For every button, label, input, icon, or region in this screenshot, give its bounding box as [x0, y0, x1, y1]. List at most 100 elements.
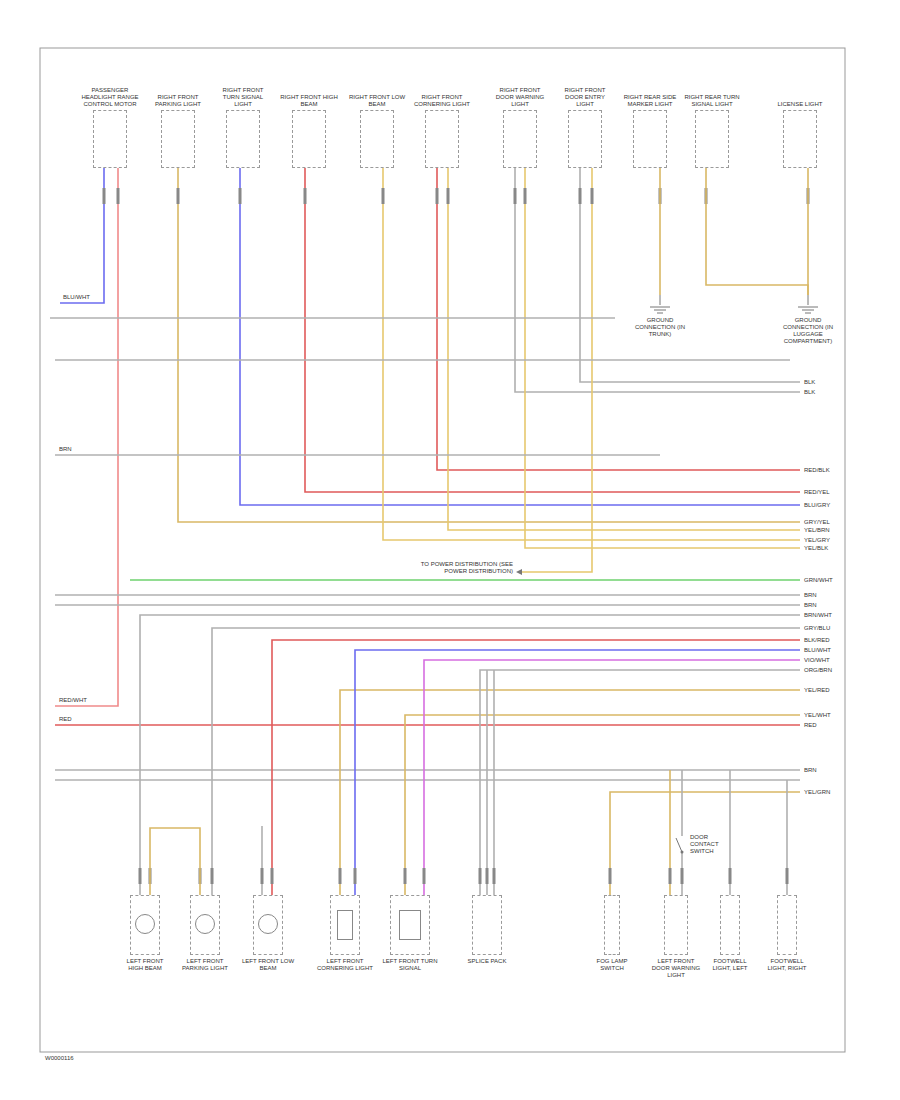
- wire: [405, 715, 800, 895]
- wire-label: GRY/BLU: [803, 625, 831, 631]
- component-housing: [253, 895, 283, 955]
- component-name: RIGHT FRONT DOOR WARNING LIGHT: [491, 87, 549, 108]
- connector-pin: [681, 868, 684, 884]
- connector-pin: [669, 868, 672, 884]
- connector-pin: [103, 188, 106, 204]
- ground-point: GROUND CONNECTION (IN TRUNK): [628, 295, 692, 338]
- ground-point: GROUND CONNECTION (IN LUGGAGE COMPARTMEN…: [776, 295, 840, 345]
- wire-label: YEL/GRN: [803, 789, 831, 795]
- component-housing: [695, 110, 729, 168]
- connector-pin: [382, 188, 385, 204]
- component-name: GROUND CONNECTION (IN TRUNK): [628, 317, 692, 338]
- wire: [55, 168, 118, 706]
- wire: [448, 168, 800, 530]
- wire-label: BLK/RED: [803, 637, 831, 643]
- component-name: LEFT FRONT LOW BEAM: [238, 958, 298, 972]
- wire-label: BLU/WHT: [62, 294, 91, 300]
- component: RIGHT FRONT CORNERING LIGHT: [413, 94, 471, 168]
- component-name: FOOTWELL LIGHT, RIGHT: [762, 958, 812, 972]
- wire-label: BRN: [803, 592, 818, 598]
- component: PASSENGER HEADLIGHT RANGE CONTROL MOTOR: [81, 87, 139, 168]
- connector-pin: [493, 868, 496, 884]
- wire-label: W0000116: [44, 1055, 75, 1061]
- wire-label: RED/WHT: [58, 697, 88, 703]
- component-housing: [777, 895, 797, 955]
- component-name: RIGHT FRONT LOW BEAM: [348, 94, 406, 108]
- wire: [55, 454, 660, 456]
- component-name: FOOTWELL LIGHT, LEFT: [705, 958, 755, 972]
- wire-connection: [150, 828, 200, 895]
- component: LEFT FRONT TURN SIGNAL: [380, 895, 440, 972]
- component: RIGHT FRONT HIGH BEAM: [280, 94, 338, 168]
- wire: [272, 640, 800, 895]
- connector-pin: [609, 868, 612, 884]
- wire-label: YEL/GRY: [803, 537, 831, 543]
- component: LEFT FRONT HIGH BEAM: [119, 895, 171, 972]
- component-name: GROUND CONNECTION (IN LUGGAGE COMPARTMEN…: [776, 317, 840, 345]
- wire: [729, 770, 731, 895]
- wire: [55, 779, 800, 781]
- wire-label: BRN: [803, 767, 818, 773]
- ground-symbol: [798, 295, 818, 313]
- connector-pin: [423, 868, 426, 884]
- component-name: RIGHT FRONT DOOR ENTRY LIGHT: [556, 87, 614, 108]
- wire: [480, 670, 800, 895]
- bulb-symbol: [135, 914, 155, 934]
- wire: [130, 579, 800, 581]
- component-name: LICENSE LIGHT: [771, 101, 829, 108]
- component: SPLICE PACK: [459, 895, 515, 965]
- component-housing: [292, 110, 326, 168]
- component: RIGHT FRONT LOW BEAM: [348, 94, 406, 168]
- component-housing: [130, 895, 160, 955]
- wire: [50, 317, 615, 319]
- wire-label: GRY/YEL: [803, 519, 831, 525]
- wire: [515, 168, 800, 392]
- wire-label: YEL/WHT: [803, 712, 832, 718]
- component: RIGHT FRONT DOOR WARNING LIGHT: [491, 87, 549, 168]
- component-housing: [161, 110, 195, 168]
- frame: [40, 48, 845, 1052]
- wire-label: BRN/WHT: [803, 612, 833, 618]
- ground-symbol: [628, 295, 692, 317]
- wire-label: RED/YEL: [803, 489, 831, 495]
- connector-pin: [404, 868, 407, 884]
- wire: [437, 168, 800, 470]
- component-name: LEFT FRONT HIGH BEAM: [119, 958, 171, 972]
- wire: [55, 724, 800, 726]
- switch-symbol: [681, 851, 684, 854]
- component-housing: [503, 110, 537, 168]
- wire-connection: [659, 168, 661, 295]
- component-housing: [472, 895, 502, 955]
- wire: [493, 670, 495, 895]
- connector-pin: [211, 868, 214, 884]
- bulb-symbol: [258, 914, 278, 934]
- wire-label: DOOR CONTACT SWITCH: [689, 834, 727, 855]
- connector-pin: [524, 188, 527, 204]
- lamp-symbol: [337, 910, 354, 940]
- arrow-head: [516, 569, 522, 575]
- wire-label: BLU/WHT: [803, 647, 832, 653]
- component: FOOTWELL LIGHT, RIGHT: [762, 895, 812, 972]
- connector-pin: [579, 188, 582, 204]
- component: RIGHT FRONT TURN SIGNAL LIGHT: [214, 87, 272, 168]
- wire: [261, 826, 263, 895]
- component-name: RIGHT REAR TURN SIGNAL LIGHT: [683, 94, 741, 108]
- bulb-symbol: [195, 914, 215, 934]
- switch-symbol: [676, 838, 682, 852]
- wire: [522, 168, 592, 572]
- component: FOG LAMP SWITCH: [584, 895, 640, 972]
- connector-pin: [304, 188, 307, 204]
- component-housing: [664, 895, 688, 955]
- wire-label: YEL/RED: [803, 687, 831, 693]
- component-housing: [568, 110, 602, 168]
- component-housing: [190, 895, 220, 955]
- connector-pin: [139, 868, 142, 884]
- wire-label: TO POWER DISTRIBUTION (SEE POWER DISTRIB…: [417, 561, 514, 575]
- wire-label: BRN: [58, 446, 73, 452]
- wire-label: BLK: [803, 379, 816, 385]
- component-name: PASSENGER HEADLIGHT RANGE CONTROL MOTOR: [81, 87, 139, 108]
- wire-label: VIO/WHT: [803, 657, 831, 663]
- component-name: LEFT FRONT DOOR WARNING LIGHT: [651, 958, 701, 979]
- component: LEFT FRONT PARKING LIGHT: [179, 895, 231, 972]
- wire-label: ORG/BRN: [803, 667, 833, 673]
